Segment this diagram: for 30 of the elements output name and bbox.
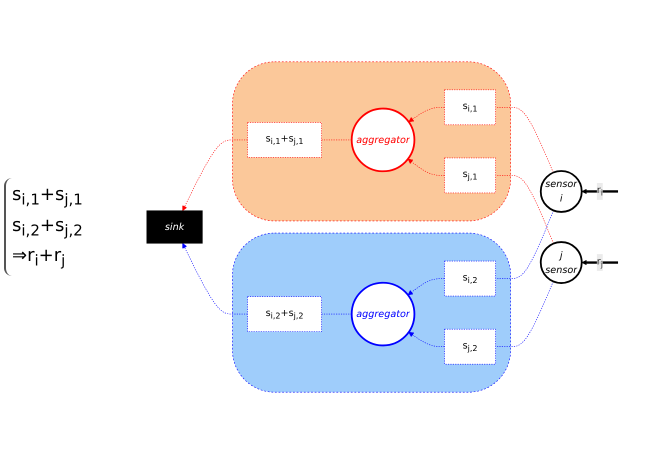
arrow <box>582 260 618 266</box>
connector <box>495 281 554 347</box>
cluster <box>232 62 511 222</box>
connector <box>495 175 554 244</box>
arrow <box>408 278 445 296</box>
node-box: s$_{j,2}$ <box>444 328 496 364</box>
node-box: s$_{j,1}$ <box>444 158 496 194</box>
cluster <box>232 232 511 392</box>
node-circle: aggregator <box>350 282 416 346</box>
equation-line: ⇒r$_{i}$+r$_{j}$ <box>12 245 66 270</box>
equation-line: s$_{i,1}$+s$_{j,1}$ <box>12 184 84 209</box>
arrow <box>408 332 445 347</box>
arrow <box>582 188 618 194</box>
node-box: s$_{i,1}$+s$_{j,1}$ <box>247 122 322 158</box>
connector <box>495 107 554 173</box>
edge-label: r$_{i}$ <box>596 184 603 198</box>
node-box: s$_{i,2}$ <box>444 260 496 296</box>
connector <box>495 210 554 279</box>
equation-line: s$_{i,2}$+s$_{j,2}$ <box>12 214 84 240</box>
node-circle: j sensor <box>540 241 583 284</box>
node-box: s$_{i,2}$+s$_{j,2}$ <box>247 296 322 332</box>
arrow <box>182 243 248 314</box>
node-circle: sensor i <box>540 170 583 213</box>
node-box: s$_{i,1}$ <box>444 90 496 126</box>
arrow <box>408 107 445 122</box>
arrow <box>182 140 248 211</box>
arrow <box>408 158 445 176</box>
node-circle: aggregator <box>350 108 416 172</box>
edge-label: r$_{j}$ <box>596 255 603 270</box>
node-box: sink <box>146 210 203 244</box>
